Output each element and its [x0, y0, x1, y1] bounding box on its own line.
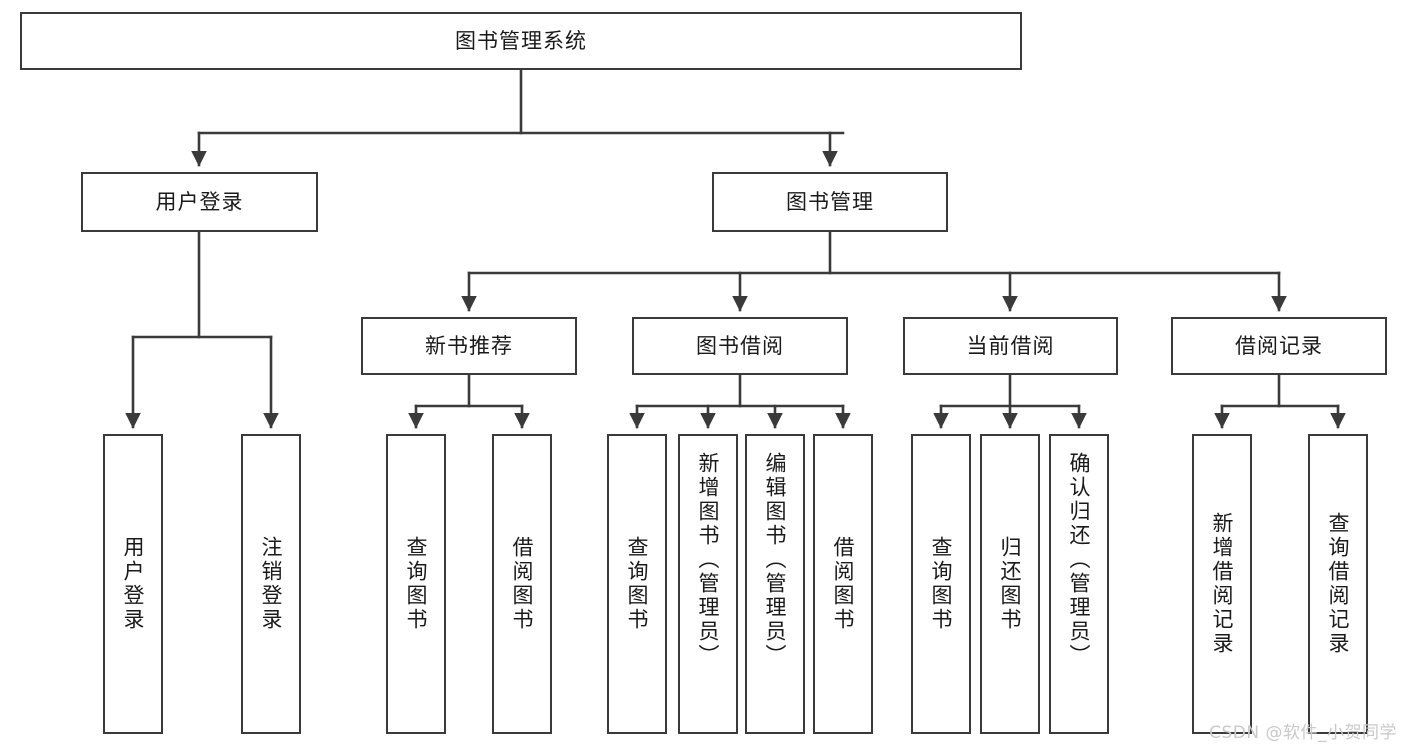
node-leaf-add-book-admin[interactable]: 新增图书（管理员）	[678, 434, 738, 734]
node-root[interactable]: 图书管理系统	[20, 12, 1022, 70]
node-new-book-recommend-label: 新书推荐	[425, 333, 513, 358]
node-current-borrow-label: 当前借阅	[966, 333, 1055, 358]
node-leaf-edit-book-admin-label: 编辑图书（管理员）	[763, 452, 788, 668]
node-leaf-query-book-new-label: 查询图书	[404, 536, 429, 632]
node-leaf-return-book[interactable]: 归还图书	[980, 434, 1040, 734]
node-leaf-query-book-new[interactable]: 查询图书	[386, 434, 446, 734]
node-leaf-user-login[interactable]: 用户登录	[103, 434, 163, 734]
node-leaf-add-borrow-record-label: 新增借阅记录	[1210, 512, 1235, 656]
node-current-borrow[interactable]: 当前借阅	[903, 317, 1118, 375]
node-leaf-add-borrow-record[interactable]: 新增借阅记录	[1192, 434, 1252, 734]
node-leaf-confirm-return-admin[interactable]: 确认归还（管理员）	[1049, 434, 1109, 734]
node-book-management[interactable]: 图书管理	[712, 172, 948, 232]
node-leaf-borrow-book-new-label: 借阅图书	[510, 536, 535, 632]
node-leaf-logout-label: 注销登录	[259, 536, 284, 632]
node-leaf-query-borrow-record-label: 查询借阅记录	[1326, 512, 1351, 656]
node-book-borrow-label: 图书借阅	[696, 333, 784, 358]
node-book-management-label: 图书管理	[786, 189, 874, 214]
node-leaf-borrow-book[interactable]: 借阅图书	[813, 434, 873, 734]
watermark: CSDN @软件_小贺同学	[1209, 723, 1397, 743]
node-leaf-borrow-book-new[interactable]: 借阅图书	[492, 434, 552, 734]
node-root-label: 图书管理系统	[455, 28, 587, 53]
node-leaf-user-login-label: 用户登录	[121, 536, 146, 632]
node-leaf-return-book-label: 归还图书	[998, 536, 1023, 632]
node-leaf-query-book-borrow[interactable]: 查询图书	[607, 434, 667, 734]
node-leaf-query-borrow-record[interactable]: 查询借阅记录	[1308, 434, 1368, 734]
node-leaf-add-book-admin-label: 新增图书（管理员）	[696, 452, 721, 668]
node-new-book-recommend[interactable]: 新书推荐	[361, 317, 577, 375]
node-leaf-query-book-current[interactable]: 查询图书	[911, 434, 971, 734]
node-user-login[interactable]: 用户登录	[81, 172, 318, 232]
node-borrow-record[interactable]: 借阅记录	[1171, 317, 1387, 375]
node-leaf-edit-book-admin[interactable]: 编辑图书（管理员）	[745, 434, 805, 734]
node-leaf-borrow-book-label: 借阅图书	[831, 536, 856, 632]
node-leaf-logout[interactable]: 注销登录	[241, 434, 301, 734]
node-leaf-query-book-borrow-label: 查询图书	[625, 536, 650, 632]
node-user-login-label: 用户登录	[155, 189, 244, 214]
node-leaf-query-book-current-label: 查询图书	[929, 536, 954, 632]
node-book-borrow[interactable]: 图书借阅	[632, 317, 848, 375]
node-leaf-confirm-return-admin-label: 确认归还（管理员）	[1067, 452, 1092, 668]
node-borrow-record-label: 借阅记录	[1235, 333, 1323, 358]
